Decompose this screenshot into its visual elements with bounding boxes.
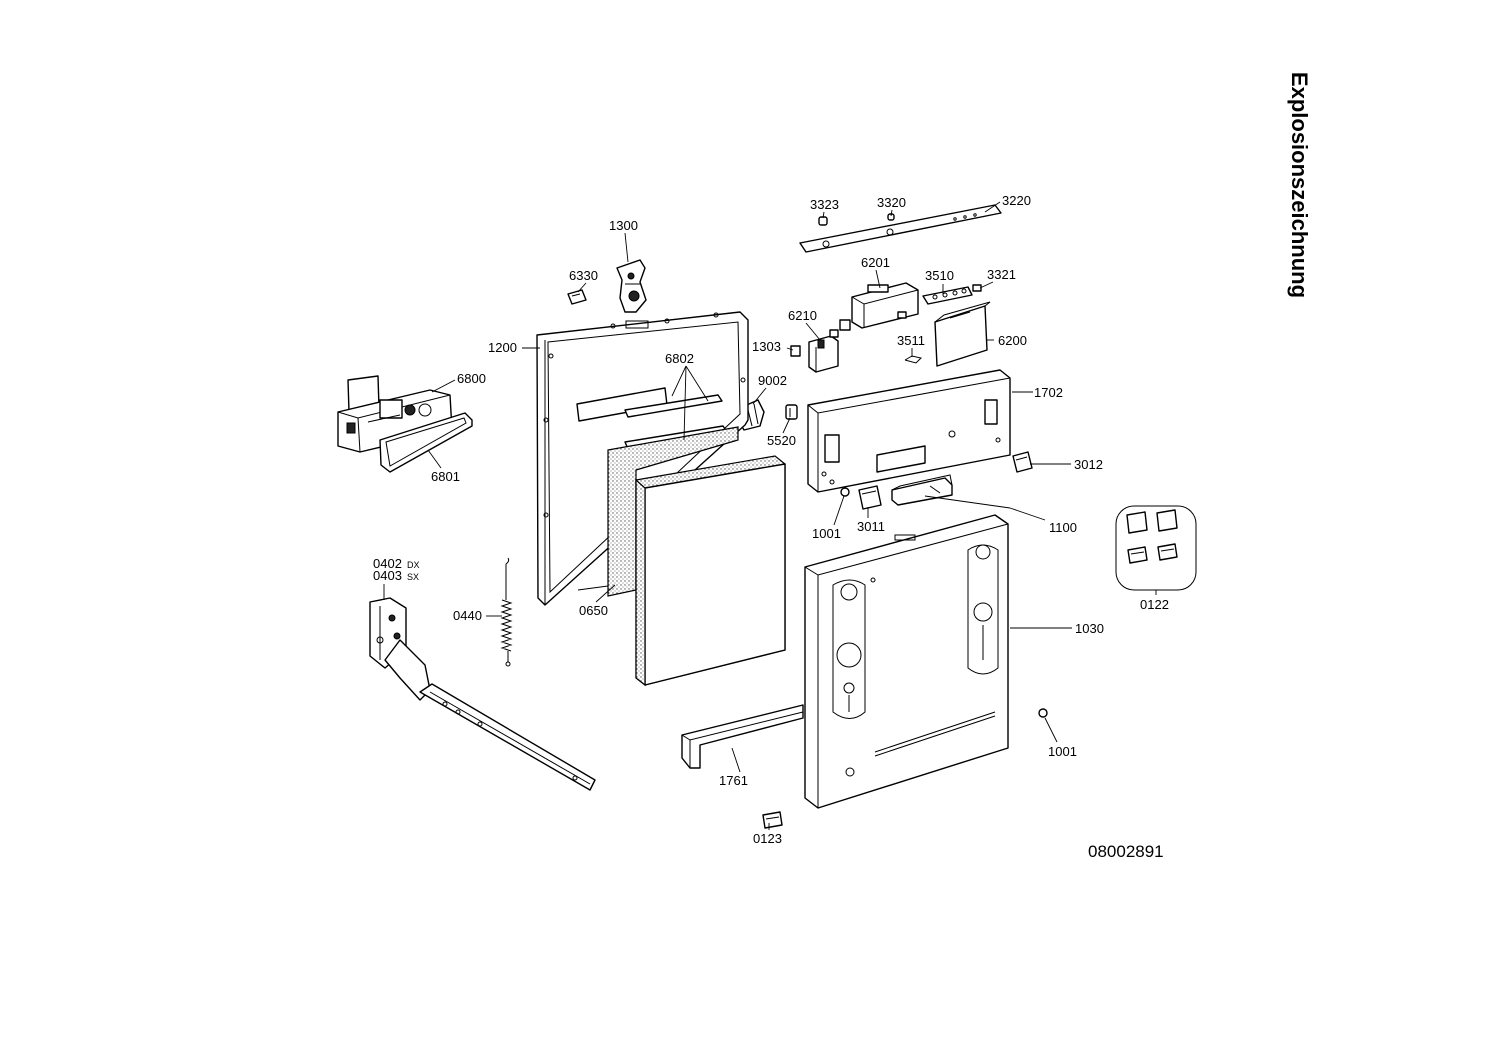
label-0403-side: SX — [407, 572, 419, 582]
label-1001-lower: 1001 — [1048, 744, 1077, 759]
part-6200-board — [934, 301, 991, 367]
label-6210: 6210 — [788, 308, 817, 323]
part-0650-insulation — [607, 426, 739, 597]
part-1300-latch — [616, 259, 647, 313]
drawing-number: 08002891 — [1088, 842, 1164, 861]
part-3510-buttons — [922, 286, 973, 305]
label-6800: 6800 — [457, 371, 486, 386]
label-1702: 1702 — [1034, 385, 1063, 400]
part-5520-catch — [785, 404, 798, 420]
label-0122: 0122 — [1140, 597, 1169, 612]
label-1030: 1030 — [1075, 621, 1104, 636]
label-6201: 6201 — [861, 255, 890, 270]
label-3012: 3012 — [1074, 457, 1103, 472]
part-1001-foot-upper — [840, 487, 850, 497]
part-3220-strip — [799, 204, 1002, 253]
part-1001-foot-lower — [1038, 708, 1048, 718]
label-1100: 1100 — [1049, 520, 1077, 535]
label-3321: 3321 — [987, 267, 1016, 282]
part-1761-plinth — [681, 704, 804, 769]
label-9002: 9002 — [758, 373, 787, 388]
label-0402: 0402 — [373, 556, 402, 571]
part-3012-cover — [1012, 451, 1033, 473]
label-1761: 1761 — [719, 773, 748, 788]
label-6330: 6330 — [569, 268, 598, 283]
label-0402-side: DX — [407, 560, 420, 570]
part-6330-microswitch — [567, 289, 587, 305]
part-3321-clip — [972, 284, 982, 292]
label-1200: 1200 — [488, 340, 517, 355]
label-3320: 3320 — [877, 195, 906, 210]
part-0123-bracket — [762, 811, 783, 829]
label-6200: 6200 — [998, 333, 1027, 348]
part-6801-gasket — [379, 412, 473, 473]
part-0440-spring — [500, 557, 513, 667]
label-1300: 1300 — [609, 218, 638, 233]
part-0122-kit-outline — [1115, 505, 1197, 591]
part-1100-handle — [891, 474, 953, 506]
label-0403: 0403 — [373, 568, 402, 583]
label-3511: 3511 — [897, 333, 925, 348]
part-6201-housing — [839, 282, 919, 331]
part-3323-nut — [818, 216, 828, 226]
label-1303: 1303 — [752, 339, 781, 354]
label-3011: 3011 — [857, 519, 885, 534]
part-1303-clip — [790, 345, 801, 357]
part-foam-panel — [635, 455, 786, 687]
label-1001-upper: 1001 — [812, 526, 841, 541]
part-6210-switch — [808, 329, 839, 373]
part-1030-outer-door — [804, 514, 1009, 809]
part-3011-cover — [858, 485, 882, 510]
label-6802: 6802 — [665, 351, 694, 366]
label-5520: 5520 — [767, 433, 796, 448]
label-0440: 0440 — [453, 608, 482, 623]
label-6801: 6801 — [431, 469, 460, 484]
label-3510: 3510 — [925, 268, 954, 283]
part-0402-hinge — [369, 597, 596, 791]
label-0650: 0650 — [579, 603, 608, 618]
label-3220: 3220 — [1002, 193, 1031, 208]
part-3511-lightpipe — [904, 355, 922, 364]
leader-lines — [383, 201, 1157, 830]
part-1702-control-panel — [807, 369, 1011, 493]
label-0123: 0123 — [753, 831, 782, 846]
part-labels: 3323 3320 3220 6201 3510 3321 6200 3511 … — [373, 193, 1169, 846]
label-3323: 3323 — [810, 197, 839, 212]
